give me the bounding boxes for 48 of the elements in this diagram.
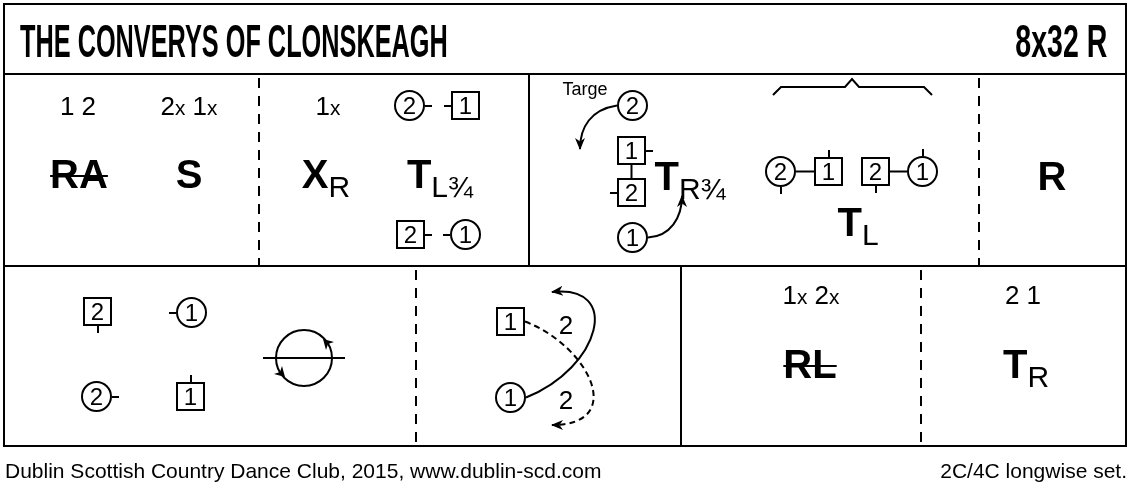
- dancer-square: 1: [451, 91, 480, 120]
- figure-symbol: X$_{R}$: [301, 154, 351, 203]
- curved-arrow: [524, 320, 595, 429]
- figure-panel: [415, 265, 682, 447]
- dancer-square: 1: [496, 307, 525, 336]
- figure-symbol: R: [1037, 156, 1067, 197]
- dancer-square: 2: [617, 178, 646, 207]
- connector-line: [630, 164, 633, 179]
- dancer-square: 2: [861, 157, 890, 186]
- dancer-circle: 2: [617, 90, 648, 121]
- figure-symbol: T$_{L¾}$: [406, 154, 474, 203]
- figure-panel: [3, 73, 260, 267]
- dancer-circle: 1: [495, 382, 526, 413]
- figure-symbol: T$_{L}$: [837, 202, 879, 251]
- dance-format-label: 8x32 R: [1015, 18, 1107, 64]
- dancer-circle: 1: [907, 156, 938, 187]
- figure-panel: [3, 265, 417, 447]
- figure-symbol: T$_{R}$: [1002, 344, 1050, 393]
- dancer-square: 1: [814, 157, 843, 186]
- set-format-label: 2C/4C longwise set.: [940, 460, 1127, 481]
- figure-name: Targe: [562, 79, 608, 98]
- figure-symbol: T$_{R¾}$: [654, 156, 726, 205]
- dancer-circle: 1: [450, 219, 481, 250]
- figure-symbol: RL: [783, 344, 837, 385]
- dancer-circle: 2: [394, 90, 425, 121]
- figure-symbol: RA: [50, 154, 108, 195]
- curved-arrow: [575, 104, 618, 150]
- dancer-circle: 2: [81, 381, 112, 412]
- dancer-number: 2: [558, 312, 574, 338]
- figure-panel: [258, 73, 530, 267]
- credit-line: Dublin Scottish Country Dance Club, 2015, www.dublin-scd.com: [5, 460, 602, 481]
- dancer-circle: 1: [176, 297, 207, 328]
- dancer-square: 2: [83, 297, 112, 326]
- dance-title: THE CONVERYS OF CLONSKEAGH: [20, 18, 448, 64]
- connector-line: [889, 170, 908, 173]
- dancer-order-label: 1 2: [59, 93, 97, 119]
- dancer-square: 2: [396, 220, 425, 249]
- dancer-square: 1: [176, 382, 205, 411]
- figure-symbol: S: [175, 154, 203, 195]
- dancer-circle: 2: [765, 156, 796, 187]
- dancer-number: 2: [558, 387, 574, 413]
- figure-panel: [978, 73, 1127, 267]
- figure-panel: [920, 265, 1127, 447]
- dancer-circle: 1: [617, 222, 648, 253]
- dancer-square: 1: [617, 136, 646, 165]
- connector-line: [795, 170, 815, 173]
- curved-arrow: [525, 286, 596, 399]
- dancer-order-label: 2 1: [1004, 282, 1042, 308]
